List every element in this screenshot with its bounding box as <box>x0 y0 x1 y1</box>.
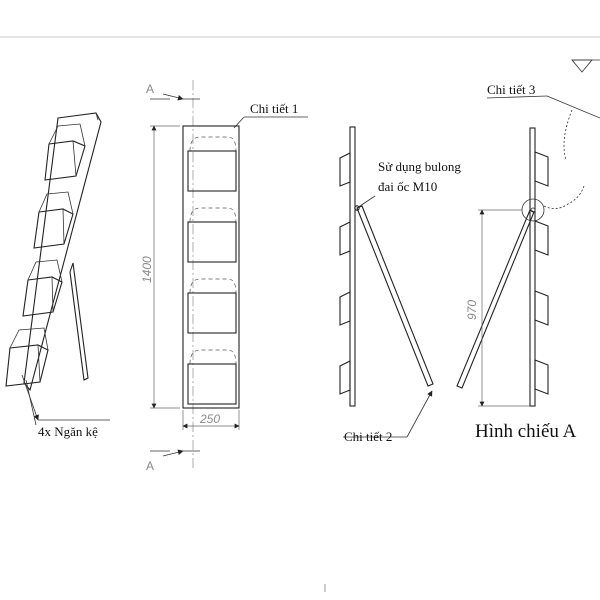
shelves-label: 4x Ngăn kệ <box>38 424 98 439</box>
front-view: 1400 250 A A Chi tiết 1 <box>140 80 308 473</box>
front-shelf-2 <box>187 207 237 263</box>
part-2-label: Chi tiết 2 <box>344 429 392 444</box>
shelf-iso-3 <box>22 259 63 317</box>
bolt-label-line-1: Sử dụng bulong <box>378 159 461 174</box>
shelf-iso-2 <box>33 191 74 249</box>
dim-width: 250 <box>199 412 220 426</box>
isometric-view: 4x Ngăn kệ <box>5 112 110 439</box>
dim-leg-height: 970 <box>465 300 479 320</box>
front-shelf-3 <box>187 278 237 334</box>
shelf-iso-4 <box>5 327 49 387</box>
front-shelf-4 <box>187 349 237 405</box>
view-a: 970 Chi tiết 3 Hình chiếu A <box>456 59 600 442</box>
section-mark-top: A <box>146 82 154 96</box>
part-1-label: Chi tiết 1 <box>250 101 298 116</box>
part-3-label: Chi tiết 3 <box>487 82 535 97</box>
bolt-label-line-2: đai ốc M10 <box>378 179 437 194</box>
front-shelf-1 <box>187 136 237 192</box>
view-a-title: Hình chiếu A <box>475 421 577 442</box>
dim-total-height: 1400 <box>140 256 154 283</box>
section-mark-bottom: A <box>146 459 154 473</box>
side-view: Sử dụng bulong đai ốc M10 Chi tiết 2 <box>339 126 461 444</box>
shelf-iso-1 <box>44 123 86 181</box>
